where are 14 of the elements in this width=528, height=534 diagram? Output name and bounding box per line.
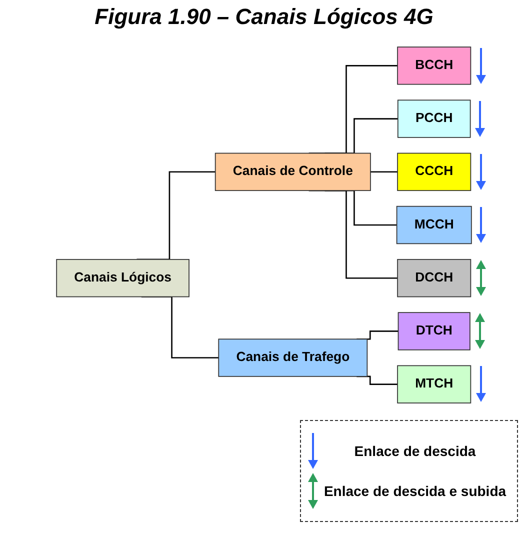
node-box: BCCH xyxy=(397,46,472,85)
node-box: MCCH xyxy=(396,206,472,244)
node-box: Canais de Controle xyxy=(214,152,371,191)
node-box: DTCH xyxy=(398,312,470,350)
node-box: MTCH xyxy=(397,365,472,404)
node-box: DCCH xyxy=(397,259,472,298)
node-box: PCCH xyxy=(397,100,471,138)
legend-text: Enlace de descida xyxy=(353,443,477,459)
node-box: Canais de Trafego xyxy=(218,338,368,377)
legend-text: Enlace de descida e subida xyxy=(322,483,508,499)
node-box: CCCH xyxy=(397,152,472,191)
connector xyxy=(370,171,398,173)
figure-title: Figura 1.90 – Canais Lógicos 4G xyxy=(94,4,434,30)
node-box: Canais Lógicos xyxy=(56,259,190,298)
